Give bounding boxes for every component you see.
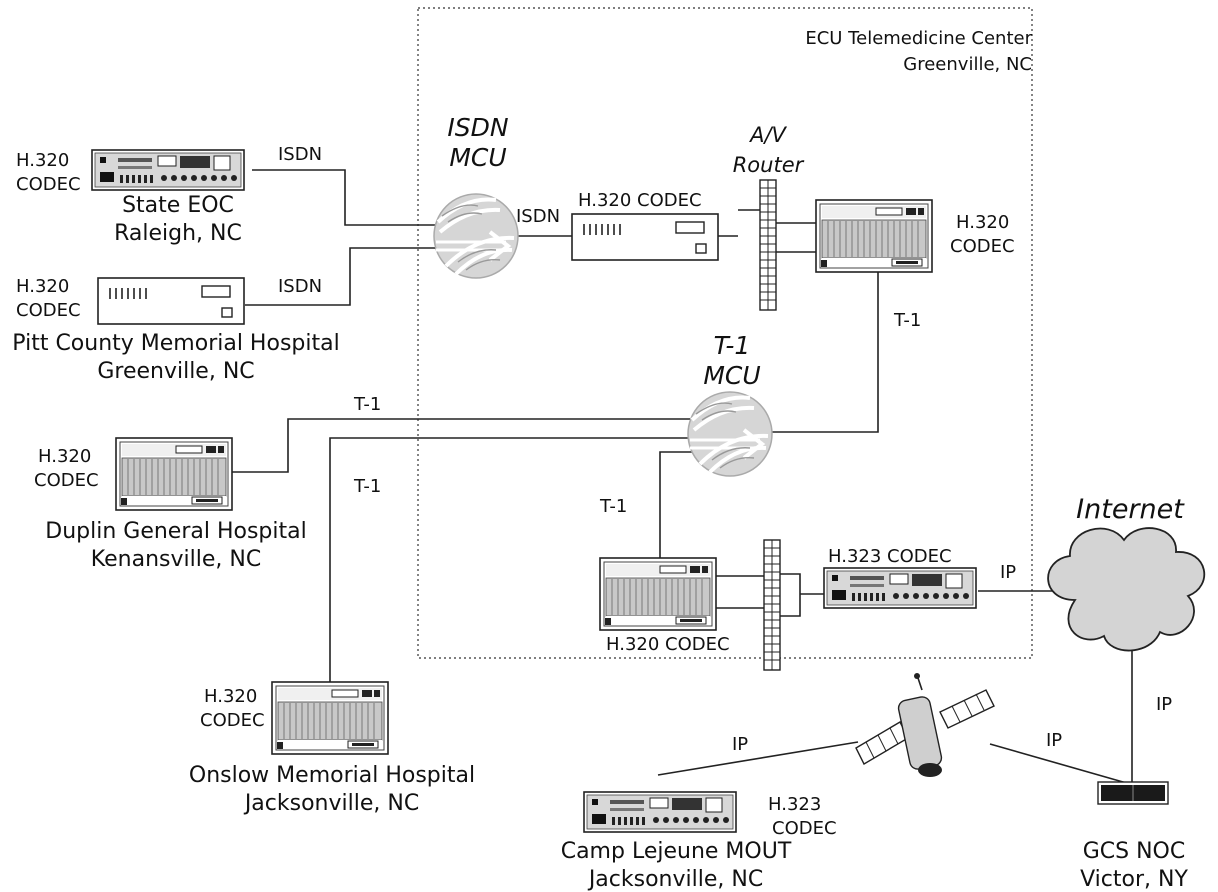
site-duplin-name: Duplin General Hospital (45, 519, 306, 544)
site-noc-city: Victor, NY (1080, 867, 1188, 892)
eoc-codec-label-2: CODEC (16, 174, 81, 195)
site-pitt-name: Pitt County Memorial Hospital (12, 331, 339, 356)
pitt-codec-label-2: CODEC (16, 300, 81, 321)
satellite-icon (855, 673, 995, 777)
site-camp-name: Camp Lejeune MOUT (561, 839, 792, 864)
pitt-codec-label-1: H.320 (16, 276, 69, 297)
av-router-bottom-icon (763, 539, 781, 671)
link-ip-camp: IP (732, 734, 748, 755)
isdn-mcu-icon (432, 192, 520, 280)
internet-label: Internet (1076, 494, 1185, 525)
center-bottom-codec (599, 557, 717, 631)
site-pitt-city: Greenville, NC (97, 359, 254, 384)
h323-center-codec (823, 567, 977, 609)
site-onslow-city: Jacksonville, NC (243, 791, 419, 816)
duplin-codec-label-1: H.320 (38, 446, 91, 467)
center-right-codec (815, 199, 933, 273)
link-t1-duplin: T-1 (353, 394, 381, 415)
onslow-codec (271, 681, 389, 755)
camp-codec-label-1: H.323 (768, 794, 821, 815)
state-eoc-codec (91, 149, 245, 191)
link-ip-codec: IP (1000, 562, 1016, 583)
center-mid-codec-label: H.320 CODEC (578, 190, 702, 211)
onslow-codec-label-2: CODEC (200, 710, 265, 731)
site-eoc-city: Raleigh, NC (114, 221, 242, 246)
site-duplin-city: Kenansville, NC (91, 547, 261, 572)
center-city: Greenville, NC (903, 54, 1032, 75)
t1-mcu-label-1: T-1 (714, 331, 751, 360)
ecu-center-boundary (417, 7, 1033, 659)
duplin-codec (115, 437, 233, 511)
eoc-codec-label-1: H.320 (16, 150, 69, 171)
av-router-top-icon (759, 179, 777, 311)
camp-codec-label-2: CODEC (772, 818, 837, 839)
center-h323-codec-label: H.323 CODEC (828, 546, 952, 567)
router-label-1: A/V (748, 123, 787, 147)
camp-codec (583, 791, 737, 833)
t1-mcu-icon (686, 390, 774, 478)
link-isdn-inner: ISDN (516, 206, 560, 227)
internet-cloud-icon (1047, 527, 1206, 652)
link-ip-sat-noc: IP (1046, 730, 1062, 751)
center-mid-codec (571, 213, 719, 261)
site-eoc-name: State EOC (122, 193, 234, 218)
center-name: ECU Telemedicine Center (805, 28, 1032, 49)
link-t1-onslow: T-1 (353, 476, 381, 497)
link-t1-inner: T-1 (599, 496, 627, 517)
router-label-2: Router (733, 153, 805, 177)
isdn-mcu-label-2: MCU (449, 143, 506, 172)
link-isdn-pitt: ISDN (278, 276, 322, 297)
center-right-codec-label-2: CODEC (950, 236, 1015, 257)
site-camp-city: Jacksonville, NC (587, 867, 763, 892)
link-ip-noc: IP (1156, 694, 1172, 715)
noc-device-icon (1097, 781, 1169, 805)
connection-lines (232, 169, 1133, 785)
center-bottom-codec-label: H.320 CODEC (606, 634, 730, 655)
site-onslow-name: Onslow Memorial Hospital (189, 763, 475, 788)
t1-mcu-label-2: MCU (703, 361, 760, 390)
isdn-mcu-label-1: ISDN (447, 113, 508, 142)
duplin-codec-label-2: CODEC (34, 470, 99, 491)
pitt-codec (97, 277, 245, 325)
link-isdn-eoc: ISDN (278, 144, 322, 165)
center-right-codec-label-1: H.320 (956, 212, 1009, 233)
onslow-codec-label-1: H.320 (204, 686, 257, 707)
site-noc-name: GCS NOC (1083, 839, 1186, 864)
link-t1-right: T-1 (893, 310, 921, 331)
